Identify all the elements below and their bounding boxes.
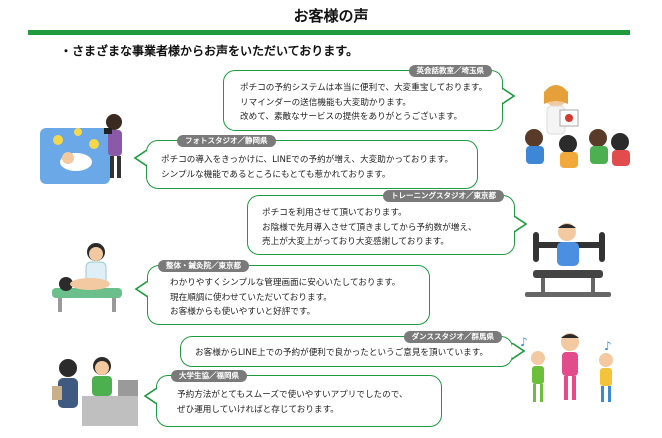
testimonial-line: お陰様で先月導入させて頂きましてから予約数が増え、 [262, 222, 477, 233]
testimonial-tag: 英会話教室／埼玉県 [408, 65, 492, 77]
bubble-tail [514, 216, 528, 233]
title-divider [28, 30, 630, 35]
page-title: お客様の声 [293, 7, 369, 25]
bubble-tail [143, 388, 157, 405]
testimonial-line: リマインダーの送信機能も大変助かります。 [240, 97, 412, 108]
massage-therapist-illustration [52, 243, 122, 312]
testimonial-line: ポチコの予約システムは本当に便利で、大変重宝しております。 [240, 83, 488, 93]
testimonial-line: わかりやすくシンプルな管理画面に安心いたしております。 [170, 278, 401, 288]
photo-studio-baby-illustration [40, 114, 122, 184]
testimonial-bubble: フォトスタジオ／静岡県 ポチコの導入をきっかけに、LINEでの予約が増え、大変助… [146, 135, 478, 189]
testimonial-line: 改めて、素敵なサービスの提供をありがとうございます。 [240, 112, 463, 122]
bubble-tail [134, 281, 148, 298]
testimonial-tag: フォトスタジオ／静岡県 [177, 135, 276, 147]
testimonial-tag: 大学生協／福岡県 [171, 370, 247, 382]
testimonial-bubble: 大学生協／福岡県 予約方法がとてもスムーズで使いやすいアプリでしたので、 ぜひ運… [156, 370, 442, 427]
english-teacher-illustration [525, 85, 630, 168]
bubble-tail [133, 150, 147, 167]
testimonial-line: お客様からも使いやすいと好評です。 [170, 307, 316, 317]
testimonial-line: 予約方法がとてもスムーズで使いやすいアプリでしたので、 [177, 390, 408, 400]
shop-counter-illustration [52, 357, 138, 426]
bubble-tail [502, 88, 516, 105]
testimonial-line: ポチコを利用させて頂いております。 [262, 208, 407, 218]
testimonial-tag: ダンススタジオ／群馬県 [403, 331, 502, 343]
testimonial-bubble: 整体・鍼灸院／東京都 わかりやすくシンプルな管理画面に安心いたしております。 現… [147, 260, 430, 325]
testimonial-line: 現在順調に使わせていただいております。 [170, 292, 332, 303]
testimonial-line: ぜひ運用していければと存じております。 [177, 404, 339, 415]
testimonial-line: ポチコの導入をきっかけに、LINEでの予約が増え、大変助かっております。 [161, 155, 454, 165]
testimonial-line: シンプルな機能であるところにもとても惹かれております。 [161, 169, 391, 180]
svg-text:♪: ♪ [520, 335, 528, 349]
testimonial-tag: トレーニングスタジオ／東京都 [383, 190, 504, 202]
dancing-kids-illustration: ♪ ♪ [520, 333, 613, 402]
testimonial-bubble: ダンススタジオ／群馬県 お客様からLINE上での予約が便利で良かったというご意見… [180, 331, 513, 367]
testimonial-tag: 整体・鍼灸院／東京都 [158, 260, 249, 272]
page-subtitle: ・さまざまな事業者様からお声をいただいております。 [60, 44, 359, 58]
testimonial-line: 売上が大変上がっており大変感謝しております。 [262, 237, 449, 247]
testimonial-bubble: トレーニングスタジオ／東京都 ポチコを利用させて頂いております。 お陰様で先月導… [247, 190, 515, 255]
training-machine-illustration [525, 223, 611, 297]
testimonial-line: お客様からLINE上での予約が便利で良かったというご意見を頂いています。 [195, 348, 489, 358]
svg-text:♪: ♪ [604, 339, 612, 353]
testimonial-bubble: 英会話教室／埼玉県 ポチコの予約システムは本当に便利で、大変重宝しております。 … [223, 65, 503, 131]
bubble-tail [512, 343, 526, 360]
